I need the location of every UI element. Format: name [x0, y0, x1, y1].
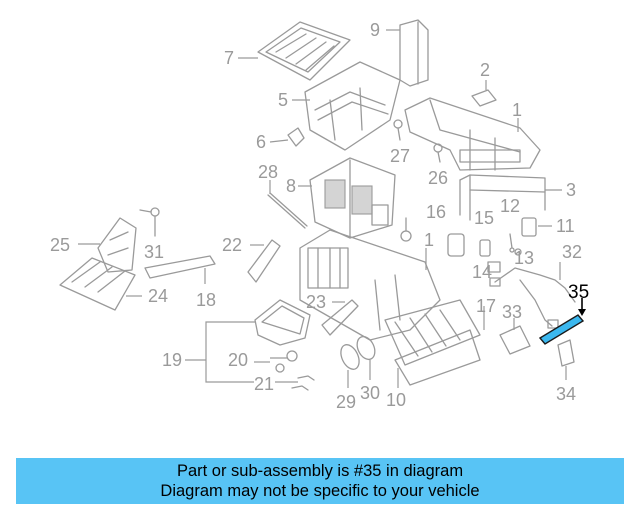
callout-34: 34 [556, 384, 576, 404]
callout-30: 30 [360, 383, 380, 403]
callout-11: 11 [556, 216, 575, 236]
banner-line-1: Part or sub-assembly is #35 in diagram [176, 462, 464, 480]
callout-28: 28 [258, 162, 278, 182]
callout-29: 29 [336, 392, 356, 412]
callout-23: 23 [306, 292, 326, 312]
part-25-bracket [97, 217, 137, 273]
part-30-disc [356, 335, 376, 380]
callout-2: 2 [480, 60, 490, 80]
part-4-bolt [400, 217, 412, 242]
part-16-sensor [447, 233, 465, 257]
parts-diagram: 7 9 2 5 1 6 27 26 28 8 3 16 15 12 11 1 2… [50, 19, 589, 412]
callout-labels: 7 9 2 5 1 6 27 26 28 8 3 16 15 12 11 1 2… [50, 20, 589, 412]
callout-16: 16 [426, 202, 446, 222]
part-1-housing [404, 97, 541, 171]
callout-5: 5 [278, 90, 288, 110]
callout-21: 21 [254, 374, 274, 394]
part-10-lower-box [394, 329, 481, 388]
callout-20: 20 [228, 350, 248, 370]
part-24-tray [59, 257, 136, 311]
callout-13: 13 [514, 248, 534, 268]
callout-3: 3 [566, 180, 576, 200]
part-1-heater-box [299, 229, 441, 341]
callout-25: 25 [50, 235, 70, 255]
callout-9: 9 [370, 20, 380, 40]
part-2-bracket [471, 80, 497, 107]
callout-32: 32 [562, 242, 582, 262]
callout-18: 18 [196, 290, 216, 310]
part-34-actuator [557, 339, 575, 380]
part-29-disc [340, 344, 360, 388]
callout-15: 15 [474, 208, 494, 228]
part-13-clip [514, 248, 522, 256]
part-8-blower-core [309, 157, 396, 239]
callout-7: 7 [224, 48, 234, 68]
callout-17: 17 [476, 296, 496, 316]
part-15-sensor [479, 239, 491, 257]
part-23-strip [321, 299, 359, 336]
part-35-highlighted[interactable] [538, 298, 586, 345]
callout-33: 33 [502, 302, 522, 322]
part-19-cover [254, 299, 311, 346]
callout-6: 6 [256, 132, 266, 152]
callout-27: 27 [390, 146, 410, 166]
part-14-clip [487, 261, 501, 273]
part-5-upper-housing [304, 61, 401, 151]
group-19-bracket [185, 321, 298, 383]
part-6-clip [287, 127, 305, 147]
callout-26: 26 [428, 168, 448, 188]
part-18-duct [144, 255, 216, 284]
callout-8: 8 [286, 176, 296, 196]
part-33-connector [499, 318, 531, 355]
banner-line-2: Diagram may not be specific to your vehi… [160, 482, 480, 500]
part-3-frame [459, 174, 546, 221]
part-20-knob [275, 350, 298, 373]
part-31-bolt [139, 207, 160, 237]
callout-22: 22 [222, 235, 242, 255]
part-32-harness [489, 262, 576, 329]
part-9-panel [399, 19, 429, 87]
info-banner: Part or sub-assembly is #35 in diagram D… [16, 458, 624, 504]
part-21-clip [291, 375, 315, 391]
callout-1: 1 [512, 100, 522, 120]
part-22-strip [247, 239, 281, 283]
part-7-filter-frame [257, 21, 351, 81]
part-27-screw [393, 119, 403, 141]
callout-19: 19 [162, 350, 182, 370]
callout-14: 14 [472, 262, 492, 282]
part-11-motor [521, 217, 552, 237]
callout-1b: 1 [424, 230, 434, 250]
callout-12: 12 [500, 196, 520, 216]
callout-24: 24 [148, 286, 168, 306]
callout-10: 10 [386, 390, 406, 410]
part-12-pin [509, 233, 515, 253]
part-26 [433, 143, 443, 163]
callout-31: 31 [144, 242, 164, 262]
callout-35: 35 [568, 282, 589, 303]
part-28-rod [267, 180, 308, 229]
